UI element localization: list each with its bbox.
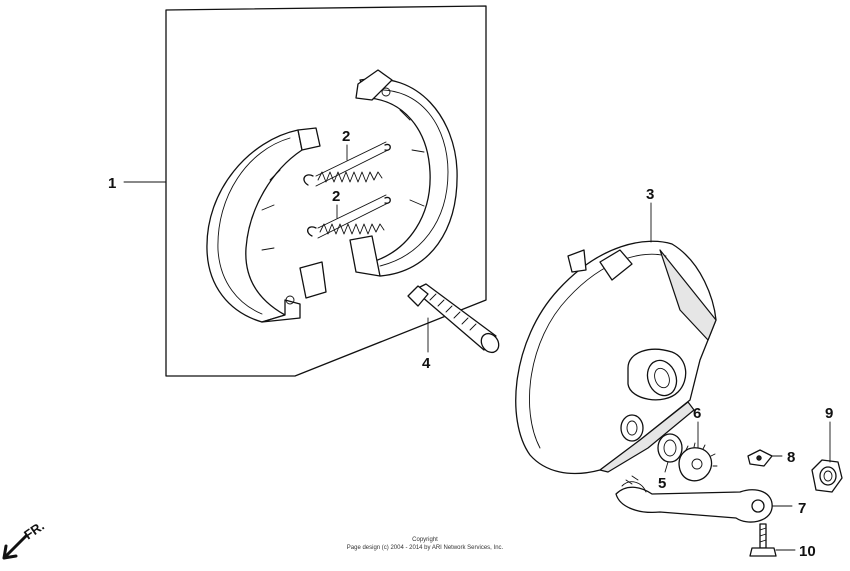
felt-seal-washer [657,433,683,463]
flange-nut [811,459,843,493]
brake-spring-upper [303,141,391,187]
brake-panel [515,240,717,475]
callout-3: 3 [646,186,654,203]
brake-arm [615,475,773,523]
shoe-set-group-frame [165,5,487,377]
callout-2-upper: 2 [342,128,350,145]
leader-lines [123,144,831,551]
callout-5: 5 [658,475,666,492]
callout-6: 6 [693,405,701,422]
callout-1: 1 [108,175,116,192]
copyright-footer: Copyright Page design (c) 2004 - 2014 by… [347,537,504,551]
callout-10: 10 [799,543,816,560]
callout-9: 9 [825,405,833,422]
callout-8: 8 [787,449,795,466]
brake-spring-lower [307,194,391,239]
pinch-bolt-nut [747,449,773,467]
callout-4: 4 [422,355,431,372]
copyright-line-1: Copyright [412,537,438,543]
arrow-down-left-icon [2,534,28,560]
callout-2-lower: 2 [332,188,340,205]
brake-cam-shaft [407,283,500,354]
arm-bolt [749,523,777,557]
callout-7: 7 [798,500,806,517]
copyright-line-2: Page design (c) 2004 - 2014 by ARI Netwo… [347,545,504,551]
brake-shoe-right [349,69,458,277]
brake-shoe-left [206,127,327,323]
wear-indicator-plate [678,442,718,482]
forward-direction-indicator: FR. [2,518,47,560]
callout-labels: 1 2 2 3 4 5 6 7 8 9 10 [108,128,833,560]
